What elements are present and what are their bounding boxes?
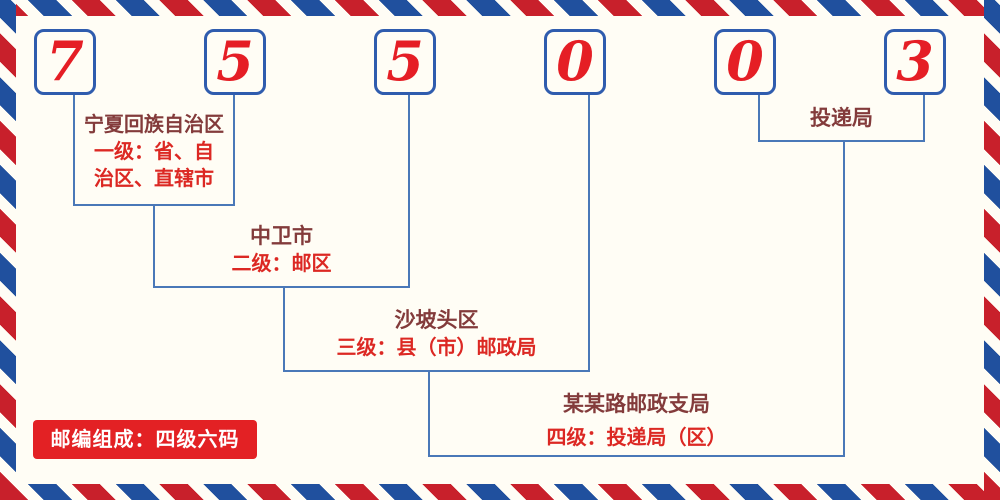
level4-desc: 四级：投递局（区） — [546, 425, 727, 449]
level1-desc-line2: 治区、直辖市 — [94, 166, 214, 190]
connector-line — [73, 95, 75, 206]
digit-box-5: 0 — [714, 29, 776, 95]
digit-box-6: 3 — [884, 29, 946, 95]
connector-line — [843, 140, 845, 457]
connector-line — [233, 95, 235, 206]
airmail-border-bottom — [0, 484, 1000, 500]
level4-place: 某某路邮政支局 — [563, 392, 710, 416]
delivery-office-place: 投递局 — [810, 106, 873, 130]
connector-line — [428, 370, 430, 457]
label-level3: 沙坡头区 三级：县（市）邮政局 — [283, 306, 590, 361]
level1-desc-line1: 一级：省、自 — [94, 139, 214, 163]
digit-3: 5 — [386, 29, 424, 93]
postal-code-composition-badge: 邮编组成：四级六码 — [33, 420, 257, 459]
label-level4: 某某路邮政支局 四级：投递局（区） — [428, 390, 845, 452]
digit-box-2: 5 — [204, 29, 266, 95]
connector-line — [153, 204, 155, 288]
label-delivery-office: 投递局 — [758, 104, 925, 132]
level3-desc: 三级：县（市）邮政局 — [336, 335, 537, 359]
airmail-border-right — [984, 0, 1000, 500]
connector-line — [758, 140, 925, 142]
connector-line — [283, 286, 285, 372]
digit-1: 7 — [46, 29, 84, 93]
connector-line — [408, 95, 410, 288]
digit-box-3: 5 — [374, 29, 436, 95]
connector-line — [588, 95, 590, 372]
level2-place: 中卫市 — [250, 224, 313, 248]
connector-line — [428, 455, 845, 457]
connector-line — [758, 95, 760, 142]
digit-4: 0 — [556, 29, 594, 93]
digit-2: 5 — [216, 29, 254, 93]
airmail-border-left — [0, 0, 16, 500]
level3-place: 沙坡头区 — [394, 308, 479, 332]
level2-desc: 二级：邮区 — [231, 251, 332, 275]
level1-place: 宁夏回族自治区 — [84, 112, 224, 136]
connector-line — [153, 286, 410, 288]
label-level1: 宁夏回族自治区 一级：省、自 治区、直辖市 — [73, 110, 235, 192]
digit-box-4: 0 — [544, 29, 606, 95]
connector-line — [283, 370, 590, 372]
digit-5: 0 — [726, 29, 764, 93]
label-level2: 中卫市 二级：邮区 — [153, 222, 410, 277]
connector-line — [923, 95, 925, 142]
digit-box-1: 7 — [34, 29, 96, 95]
digit-6: 3 — [896, 29, 934, 93]
airmail-border-top — [0, 0, 1000, 16]
